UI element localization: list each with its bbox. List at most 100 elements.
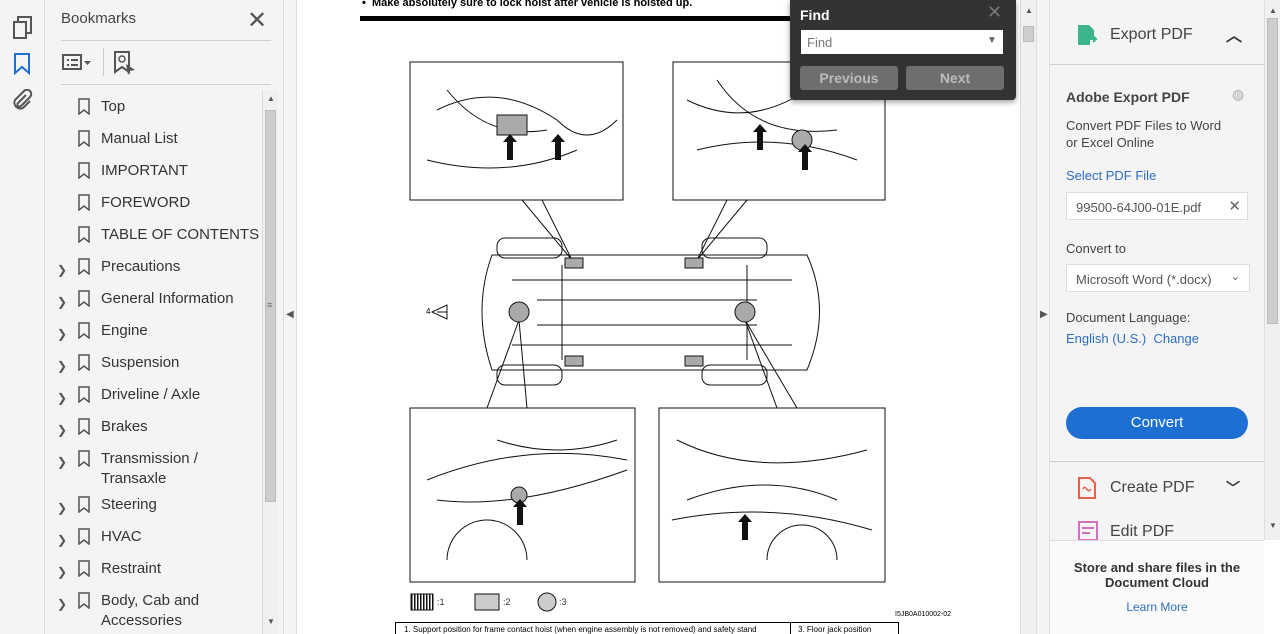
bookmark-icon: [78, 496, 90, 513]
bookmark-label: Suspension: [101, 354, 180, 371]
scroll-down-icon[interactable]: ▼: [267, 617, 275, 626]
convert-button[interactable]: Convert: [1066, 407, 1248, 439]
scroll-up-icon[interactable]: ▲: [1269, 6, 1277, 15]
tools-panel: Export PDF ︿ Adobe Export PDF ◍ Convert …: [1050, 0, 1264, 634]
bookmark-label: Brakes: [101, 418, 148, 435]
bookmark-label: Steering: [101, 496, 157, 513]
chevron-down-icon[interactable]: ﹀: [1226, 480, 1240, 496]
expand-chevron-icon[interactable]: ❯: [57, 391, 68, 405]
convert-to-value: Microsoft Word (*.docx): [1076, 272, 1212, 287]
bookmarks-scrollbar[interactable]: ▲ ≡ ▼: [262, 90, 278, 634]
edit-pdf-icon: [1078, 521, 1098, 540]
expand-chevron-icon[interactable]: ❯: [57, 533, 68, 547]
change-language-link[interactable]: Change: [1153, 331, 1199, 346]
edit-pdf-tool[interactable]: Edit PDF: [1110, 523, 1175, 540]
clear-icon[interactable]: ✕: [1228, 198, 1241, 215]
expand-chevron-icon[interactable]: ❯: [57, 455, 68, 469]
bookmark-label: FOREWORD: [101, 194, 191, 211]
chevron-up-icon[interactable]: ︿: [1226, 28, 1243, 45]
create-pdf-tool[interactable]: Create PDF: [1110, 479, 1195, 496]
expand-chevron-icon[interactable]: ❯: [57, 327, 68, 341]
section-title: Adobe Export PDF: [1066, 89, 1190, 105]
collapse-right-icon[interactable]: ▶: [1040, 309, 1048, 320]
next-button[interactable]: Next: [906, 66, 1004, 90]
bookmark-label: Precautions: [101, 258, 181, 275]
right-panel-splitter[interactable]: ▶: [1036, 0, 1050, 634]
bookmarks-title: Bookmarks: [61, 10, 137, 27]
bookmark-icon: [78, 258, 90, 275]
document-view[interactable]: • Make absolutely sure to lock hoist aft…: [297, 0, 1020, 634]
expand-chevron-icon[interactable]: ❯: [57, 501, 68, 515]
bookmark-label: Transmission / Transaxle: [101, 450, 198, 487]
attachments-icon[interactable]: [11, 89, 33, 111]
scrollbar-thumb[interactable]: [1267, 18, 1278, 324]
scroll-down-icon[interactable]: ▼: [1269, 521, 1277, 530]
scrollbar-thumb[interactable]: [1023, 26, 1034, 42]
bookmark-label: General Information: [101, 290, 234, 307]
arrow-label: 4: [426, 307, 431, 316]
select-file-label[interactable]: Select PDF File: [1066, 168, 1157, 183]
legend-table: 1. Support position for frame contact ho…: [395, 622, 899, 634]
scroll-up-icon[interactable]: ▲: [1025, 6, 1033, 15]
bookmark-icon: [78, 386, 90, 403]
chevron-down-icon: ⌄: [1230, 271, 1240, 283]
language-label: Document Language:: [1066, 310, 1191, 325]
warning-label: Make absolutely sure to lock hoist after…: [371, 0, 693, 9]
language-value: English (U.S.): [1066, 331, 1147, 346]
bookmark-label: Engine: [101, 322, 148, 339]
expand-chevron-icon[interactable]: ❯: [57, 295, 68, 309]
bookmark-label: IMPORTANT: [101, 162, 188, 179]
expand-chevron-icon[interactable]: ❯: [57, 263, 68, 277]
bookmark-icon: [78, 98, 90, 115]
bookmark-label: Driveline / Axle: [101, 386, 201, 403]
learn-more-link[interactable]: Learn More: [1126, 600, 1188, 614]
document-scrollbar[interactable]: ▲: [1020, 0, 1036, 634]
table-cell: 3. Floor jack position: [798, 625, 872, 634]
export-pdf-icon: [1078, 25, 1098, 45]
legend-3: :3: [559, 597, 567, 607]
export-pdf-header[interactable]: Export PDF: [1110, 26, 1193, 43]
collapse-left-icon[interactable]: ◀: [286, 309, 294, 320]
expand-chevron-icon[interactable]: ❯: [57, 423, 68, 437]
figure-code: I5JB0A010002-02: [895, 611, 952, 618]
bookmark-label: Manual List: [101, 130, 178, 147]
close-icon[interactable]: ✕: [987, 2, 1003, 22]
scroll-up-icon[interactable]: ▲: [267, 94, 275, 103]
bookmark-icon: [78, 450, 90, 467]
tools-scrollbar[interactable]: ▲ ▼: [1264, 0, 1280, 540]
find-input[interactable]: Find ▼: [801, 30, 1003, 54]
divider: [61, 40, 271, 41]
document-cloud-promo: Store and share files in the Document Cl…: [1050, 540, 1264, 634]
file-name: 99500-64J00-01E.pdf: [1076, 200, 1202, 215]
create-pdf-icon: [1078, 477, 1096, 499]
bookmark-label: Top: [101, 98, 126, 115]
cloud-document-icon: ◍: [1232, 86, 1245, 102]
divider: [1050, 461, 1264, 462]
scrollbar-thumb[interactable]: [265, 110, 276, 502]
expand-chevron-icon[interactable]: ❯: [57, 597, 68, 611]
convert-to-select[interactable]: Microsoft Word (*.docx) ⌄: [1066, 264, 1250, 292]
close-icon[interactable]: ✕: [247, 7, 268, 34]
detail-front-right: [672, 61, 886, 201]
file-field[interactable]: 99500-64J00-01E.pdf ✕: [1066, 192, 1248, 220]
bookmark-label: TABLE OF CONTENTS: [101, 226, 260, 243]
detail-front-left: [409, 61, 624, 201]
bookmark-icon: [78, 418, 90, 435]
page-thumbnails-icon[interactable]: [12, 16, 34, 40]
bookmark-icon: [78, 290, 90, 307]
expand-chevron-icon[interactable]: ❯: [57, 565, 68, 579]
hoist-points-diagram: [409, 61, 886, 612]
bookmarks-icon[interactable]: [13, 53, 31, 75]
dropdown-icon[interactable]: ▼: [987, 35, 997, 46]
new-bookmark-icon[interactable]: [113, 50, 137, 76]
bookmark-icon: [78, 322, 90, 339]
options-menu-icon[interactable]: [62, 53, 94, 71]
left-panel-splitter[interactable]: ◀: [283, 0, 297, 634]
divider: [103, 48, 104, 76]
convert-to-label: Convert to: [1066, 241, 1126, 256]
previous-button[interactable]: Previous: [800, 66, 898, 90]
bookmark-icon: [78, 162, 90, 179]
expand-chevron-icon[interactable]: ❯: [57, 359, 68, 373]
